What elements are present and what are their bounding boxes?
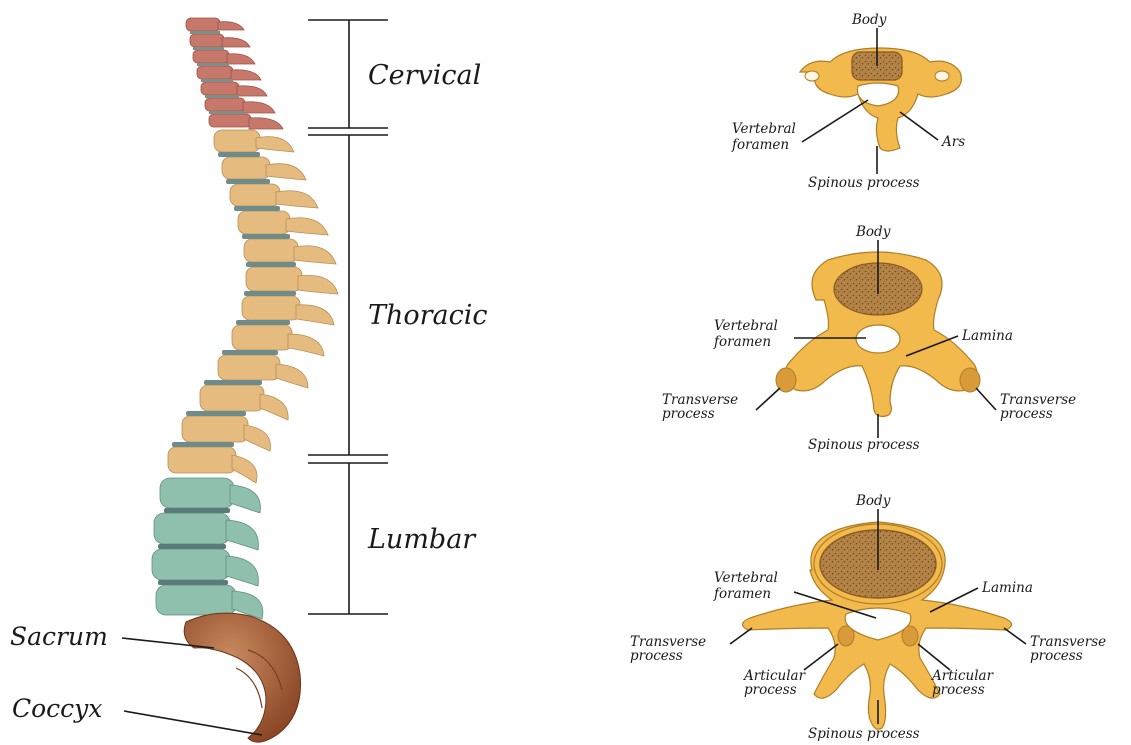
- lumbar-transverse-right-2: process: [1030, 648, 1083, 664]
- thoracic-transverse-right-2: process: [1000, 406, 1053, 422]
- cervical-spinous-label: Spinous process: [808, 175, 920, 191]
- cervical-body-label: Body: [851, 12, 887, 28]
- sacrum-coccyx: [184, 613, 300, 742]
- lumbar-vertebra-view: [742, 522, 1011, 729]
- cervical-vertebra-view: [800, 48, 961, 151]
- thoracic-label: Thoracic: [368, 300, 488, 331]
- thoracic-lamina-label: Lamina: [961, 328, 1013, 344]
- thoracic-foramen-label-2: foramen: [713, 334, 771, 350]
- thoracic-transverse-left-2: process: [662, 406, 715, 422]
- lumbar-lamina-label: Lamina: [981, 580, 1033, 596]
- sacrum-label: Sacrum: [10, 622, 108, 651]
- cervical-ars-label: Ars: [940, 134, 965, 150]
- lumbar-articular-left-2: process: [744, 682, 797, 698]
- lumbar-foramen-label-2: foramen: [713, 586, 771, 602]
- lumbar-transverse-left-2: process: [630, 648, 683, 664]
- cervical-label: Cervical: [368, 60, 481, 91]
- cervical-foramen-label-2: foramen: [731, 137, 789, 153]
- lumbar-label: Lumbar: [367, 524, 477, 555]
- lumbar-articular-right-2: process: [932, 682, 985, 698]
- lumbar-foramen-label-1: Vertebral: [714, 570, 778, 586]
- cervical-foramen-label-1: Vertebral: [732, 121, 796, 137]
- spinal-column: [152, 18, 338, 742]
- thoracic-foramen-label-1: Vertebral: [714, 318, 778, 334]
- coccyx-label: Coccyx: [12, 694, 102, 723]
- thoracic-spinous-label: Spinous process: [808, 437, 920, 453]
- thoracic-body-label: Body: [855, 224, 891, 240]
- lumbar-spinous-label: Spinous process: [808, 726, 920, 742]
- lumbar-body-label: Body: [855, 493, 891, 509]
